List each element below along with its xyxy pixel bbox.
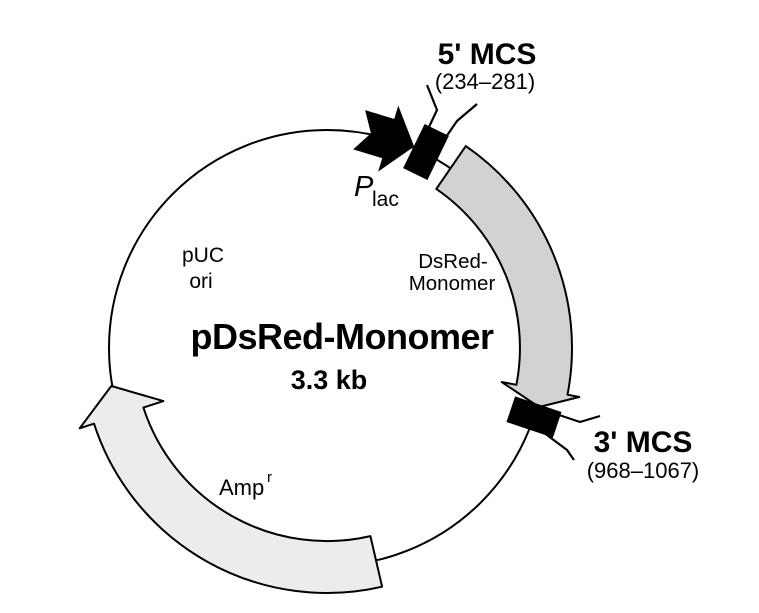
three-prime-mcs-leader-line-2 xyxy=(542,431,575,461)
five-prime-mcs-leader-line-2 xyxy=(445,103,478,138)
plasmid-title: pDsRed-Monomer xyxy=(190,316,493,357)
puc-ori-label-line1: pUC xyxy=(182,244,224,267)
three-prime-mcs-label: 3' MCS xyxy=(594,426,693,459)
plac-promoter-symbol: P xyxy=(354,171,374,203)
amp-resistance-label: Amp xyxy=(219,475,264,500)
three-prime-mcs-box xyxy=(506,396,562,438)
dsred-monomer-gene-arrow xyxy=(435,145,581,408)
three-prime-mcs-leader-line-1 xyxy=(555,412,601,424)
plac-promoter-subscript: lac xyxy=(372,188,399,211)
amp-resistance-superscript: r xyxy=(267,469,272,486)
three-prime-mcs-range: (968–1067) xyxy=(587,458,700,483)
five-prime-mcs-range: (234–281) xyxy=(435,69,535,94)
puc-ori-label-line2: ori xyxy=(189,270,212,293)
dsred-gene-label-line1: DsRed- xyxy=(418,250,488,273)
dsred-gene-label-line2: Monomer xyxy=(409,272,496,295)
plasmid-size: 3.3 kb xyxy=(291,365,368,395)
plac-promoter-arrow xyxy=(353,105,415,172)
amp-resistance-gene-arrow xyxy=(78,385,384,594)
five-prime-mcs-leader-line-1 xyxy=(425,84,439,128)
five-prime-mcs-box xyxy=(403,124,449,180)
five-prime-mcs-label: 5' MCS xyxy=(438,38,537,71)
